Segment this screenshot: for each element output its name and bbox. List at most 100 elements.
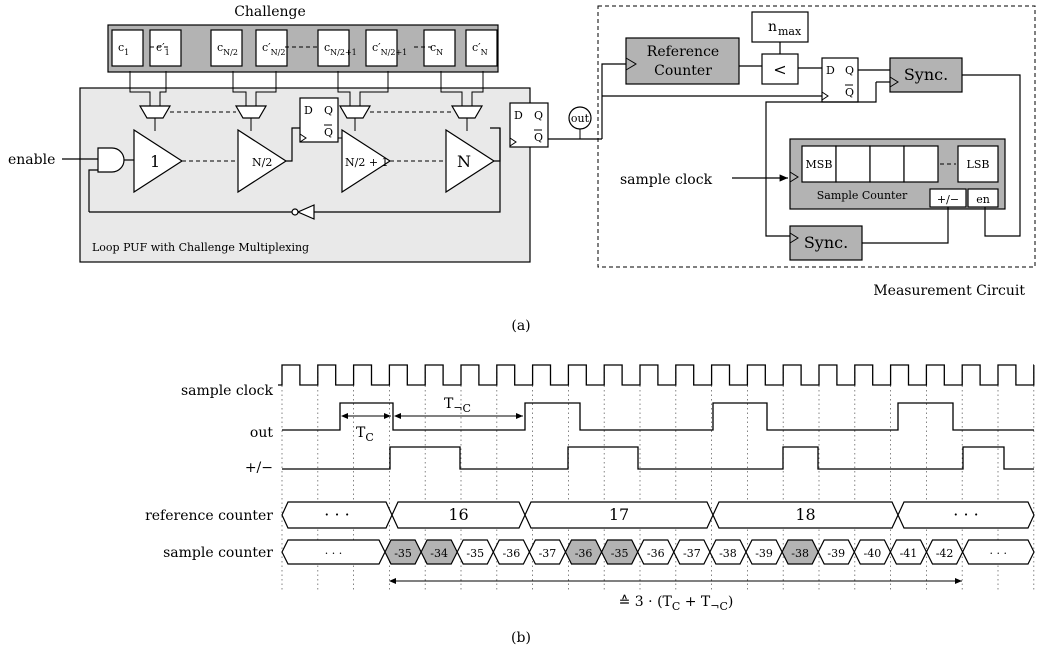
- svg-text:-38: -38: [791, 547, 809, 560]
- svg-text:D: D: [826, 64, 835, 77]
- challenge-cell-2: c′1: [149, 29, 182, 67]
- svg-text:en: en: [976, 193, 990, 206]
- reference-counter: [625, 37, 740, 85]
- svg-text:N/2 + 1: N/2 + 1: [345, 156, 389, 169]
- svg-text:Sync.: Sync.: [904, 65, 948, 84]
- reference-counter-bus: · · · 16 17 18 · · ·: [281, 501, 1035, 529]
- mux-group: [138, 105, 484, 119]
- svg-text:· · ·: · · ·: [953, 505, 978, 524]
- svg-text:Q: Q: [534, 109, 543, 122]
- tc-label: TC: [356, 425, 374, 444]
- svg-text:-40: -40: [863, 547, 881, 560]
- svg-text:-37: -37: [683, 547, 701, 560]
- svg-text:c′N/2: c′N/2: [262, 41, 285, 57]
- sample-clock-waveform: [278, 364, 1035, 386]
- svg-text:-39: -39: [755, 547, 773, 560]
- sample-clock-label: sample clock: [620, 172, 713, 188]
- challenge-wires: [129, 71, 484, 106]
- stage-n-half-plus-one: N/2 + 1: [341, 128, 392, 194]
- svg-text:-35: -35: [394, 547, 412, 560]
- svg-text:16: 16: [448, 505, 468, 524]
- measure-flipflop: D Q Q: [821, 57, 859, 103]
- svg-text:-36: -36: [502, 547, 520, 560]
- svg-text:-35: -35: [466, 547, 484, 560]
- challenge-cell-6: c′N/2+1: [365, 29, 407, 67]
- sc-segment: -37: [673, 539, 711, 565]
- en-port: [967, 188, 999, 208]
- svg-text:n: n: [768, 19, 777, 35]
- sc-segment: -41: [889, 539, 928, 565]
- sc-segment: -35: [456, 539, 494, 565]
- svg-text:-41: -41: [900, 547, 918, 560]
- svg-text:N: N: [457, 152, 471, 171]
- challenge-title: Challenge: [234, 4, 306, 20]
- sc-segment: -35: [384, 539, 422, 565]
- sc-segment: -36: [637, 539, 675, 565]
- svg-text:-37: -37: [539, 547, 557, 560]
- measurement-box: [597, 5, 1036, 268]
- svg-text:18: 18: [795, 505, 815, 524]
- signal-label-reference-counter: reference counter: [145, 508, 273, 524]
- challenge-cell-7: cN: [423, 29, 456, 67]
- svg-text:· · ·: · · ·: [990, 547, 1007, 560]
- stage-n: N: [445, 128, 496, 194]
- sample-counter-bus: · · · -35 -34 -35 -36 -37 -36 -35 -36 -37 -38 -39 -3…: [281, 539, 1035, 565]
- inverter: [296, 204, 315, 220]
- sc-segment: -38: [709, 539, 747, 565]
- ref-segment: · · ·: [281, 501, 393, 529]
- n-max-box: [751, 11, 809, 43]
- svg-text:Q: Q: [845, 86, 854, 99]
- stage-n-half: N/2: [237, 128, 288, 194]
- svg-text:cN: cN: [430, 41, 443, 57]
- svg-text:<: <: [773, 60, 786, 79]
- svg-text:D: D: [304, 104, 313, 117]
- sc-segment: -39: [745, 539, 783, 565]
- svg-text:c1: c1: [118, 41, 129, 57]
- sync-2: [789, 225, 863, 261]
- svg-text:-34: -34: [430, 547, 448, 560]
- svg-text:cN/2+1: cN/2+1: [324, 41, 357, 57]
- challenge-cell-5: cN/2+1: [317, 29, 357, 67]
- svg-text:· · ·: · · ·: [324, 505, 349, 524]
- svg-text:+/−: +/−: [937, 193, 959, 206]
- ref-segment: 16: [391, 501, 526, 529]
- sc-segment: -36: [492, 539, 531, 565]
- challenge-cell-3: cN/2: [210, 29, 243, 67]
- part-a-label: (a): [511, 318, 530, 334]
- challenge-cell-4: c′N/2: [255, 29, 288, 67]
- signal-label-sample-clock: sample clock: [181, 383, 274, 399]
- svg-text:cN/2: cN/2: [217, 41, 238, 57]
- puf-flipflop-1: D Q Q: [299, 97, 339, 143]
- sc-segment: -36: [564, 539, 603, 565]
- loop-puf-label: Loop PUF with Challenge Multiplexing: [92, 241, 309, 254]
- svg-text:LSB: LSB: [967, 158, 990, 171]
- svg-text:Q: Q: [324, 126, 333, 139]
- sc-segment: -35: [600, 539, 639, 565]
- sc-segment: · · ·: [281, 539, 386, 565]
- tnc-label: T¬C: [444, 396, 471, 415]
- timing-diagram: sample clock out +/− reference counter s…: [145, 364, 1035, 613]
- svg-text:-36: -36: [647, 547, 665, 560]
- part-b-label: (b): [511, 630, 531, 646]
- svg-text:Q: Q: [845, 64, 854, 77]
- sc-segment: -39: [817, 539, 855, 565]
- plusminus-waveform: [282, 446, 1034, 470]
- measurement-label: Measurement Circuit: [873, 283, 1025, 299]
- svg-text:c′N: c′N: [472, 41, 488, 57]
- sync-1: [889, 57, 963, 93]
- svg-text:-39: -39: [827, 547, 845, 560]
- svg-text:Counter: Counter: [654, 63, 712, 79]
- svg-text:MSB: MSB: [806, 158, 833, 171]
- timing-gridlines: [281, 372, 1035, 590]
- and-gate: [97, 147, 125, 173]
- out-waveform: [282, 402, 1034, 431]
- svg-text:-36: -36: [575, 547, 593, 560]
- svg-text:N/2: N/2: [252, 156, 272, 169]
- out-label: out: [571, 112, 590, 125]
- svg-text:-42: -42: [936, 547, 954, 560]
- svg-text:Sample Counter: Sample Counter: [817, 189, 908, 202]
- ref-segment: 17: [524, 501, 714, 529]
- svg-text:Reference: Reference: [647, 44, 719, 60]
- sc-segment: -38: [781, 539, 819, 565]
